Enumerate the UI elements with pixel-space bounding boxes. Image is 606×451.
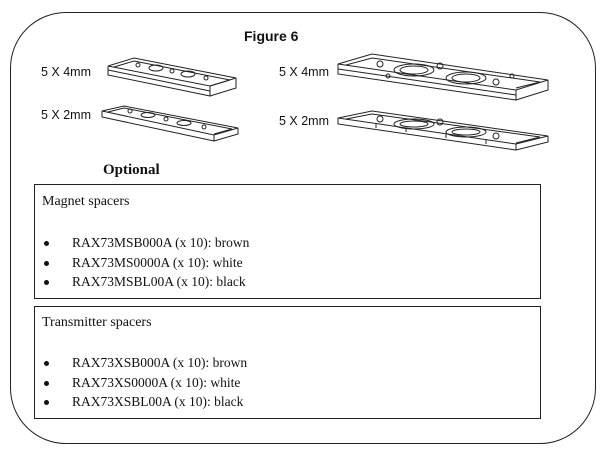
optional-label: Optional xyxy=(103,162,160,178)
transmitter-spacers-box: Transmitter spacers RAX73XSB000A (x 10):… xyxy=(34,306,541,419)
part-dimension-label: 5 X 4mm xyxy=(41,65,92,79)
list-item: RAX73XSBL00A (x 10): black xyxy=(42,394,247,414)
part-dimension-label: 5 X 4mm xyxy=(279,65,330,79)
magnet-spacer-4mm-image xyxy=(107,57,237,97)
list-item: RAX73XSB000A (x 10): brown xyxy=(42,355,247,375)
list-item: RAX73MSB000A (x 10): brown xyxy=(42,235,249,255)
transmitter-spacers-heading: Transmitter spacers xyxy=(42,315,152,330)
list-item: RAX73MS0000A (x 10): white xyxy=(42,255,249,275)
list-item: RAX73MSBL00A (x 10): black xyxy=(42,274,249,294)
transmitter-spacers-list: RAX73XSB000A (x 10): brown RAX73XS0000A … xyxy=(42,355,247,414)
part-dimension-label: 5 X 2mm xyxy=(279,114,330,128)
magnet-spacer-2mm-image xyxy=(101,105,239,142)
figure-frame xyxy=(10,12,596,444)
transmitter-spacer-4mm-image xyxy=(337,53,549,101)
magnet-spacers-heading: Magnet spacers xyxy=(42,194,130,209)
magnet-spacers-box: Magnet spacers RAX73MSB000A (x 10): brow… xyxy=(34,184,541,299)
magnet-spacers-list: RAX73MSB000A (x 10): brown RAX73MS0000A … xyxy=(42,235,249,294)
figure-title: Figure 6 xyxy=(244,28,299,44)
transmitter-spacer-2mm-image xyxy=(337,110,549,151)
list-item: RAX73XS0000A (x 10): white xyxy=(42,375,247,395)
part-dimension-label: 5 X 2mm xyxy=(41,108,92,122)
